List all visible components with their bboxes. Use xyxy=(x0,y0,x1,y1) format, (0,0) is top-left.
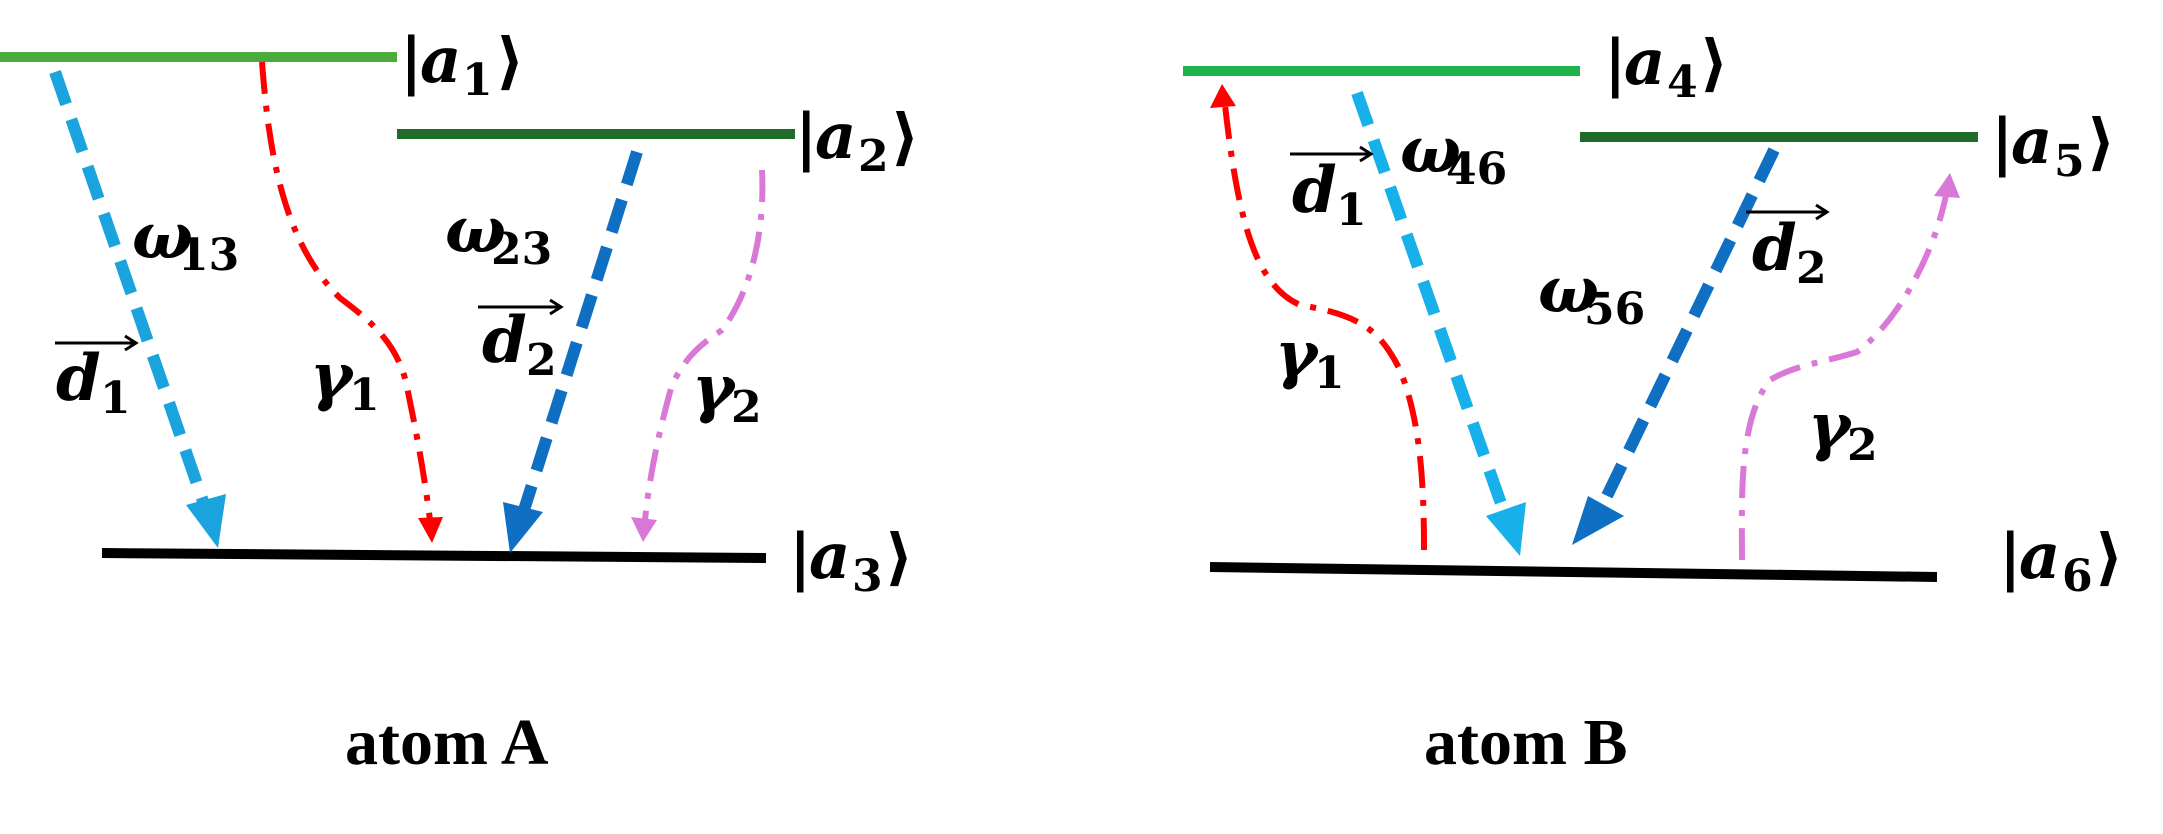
ket-a5-label: | a 5 ⟩ xyxy=(1991,104,2115,187)
omega13-label: ω 13 xyxy=(132,199,239,281)
ket-a3-index: 3 xyxy=(852,551,883,602)
gamma2-label-a: γ 2 xyxy=(692,351,762,433)
svg-text:γ: γ xyxy=(1275,317,1320,392)
gamma2-label-b: γ 2 xyxy=(1808,389,1878,471)
svg-text:1: 1 xyxy=(349,370,380,421)
svg-text:46: 46 xyxy=(1446,144,1507,195)
svg-text:⟩: ⟩ xyxy=(2095,520,2123,593)
svg-text:a: a xyxy=(1624,25,1665,100)
svg-text:|: | xyxy=(789,520,812,593)
ket-a2-index: 2 xyxy=(858,131,889,182)
svg-text:ω: ω xyxy=(1400,113,1461,188)
svg-text:ω: ω xyxy=(445,193,506,268)
ket-a1-index: 1 xyxy=(462,55,493,106)
omega56-label: ω 56 xyxy=(1538,253,1645,335)
ket-a1-symbol: a xyxy=(420,23,461,98)
svg-text:γ: γ xyxy=(310,339,355,414)
svg-text:d: d xyxy=(1292,153,1337,228)
ket-a6-label: | a 6 ⟩ xyxy=(1999,519,2123,602)
svg-text:⟩: ⟩ xyxy=(885,520,913,593)
svg-text:|: | xyxy=(1991,105,2014,178)
svg-text:23: 23 xyxy=(491,224,552,275)
level-a6-line xyxy=(1209,562,1938,582)
svg-text:⟩: ⟩ xyxy=(2087,105,2115,178)
svg-text:d: d xyxy=(1752,211,1797,286)
dipole-d2-label-a: d 2 xyxy=(478,298,564,386)
svg-text:a: a xyxy=(2011,104,2052,179)
ket-a2-label: | a 2 ⟩ xyxy=(795,99,919,182)
dipole-d2-label-b: d 2 xyxy=(1746,203,1830,294)
svg-text:56: 56 xyxy=(1584,284,1645,335)
svg-text:γ: γ xyxy=(692,351,737,426)
decay-curve-gamma2-a xyxy=(631,169,766,542)
svg-text:2: 2 xyxy=(1796,243,1827,294)
ket-a1-label: | a 1 ⟩ xyxy=(400,23,524,106)
dipole-d1-label-b: d 1 xyxy=(1290,145,1374,236)
svg-text:ω: ω xyxy=(1538,253,1599,328)
transition-arrow-omega23 xyxy=(503,150,643,553)
omega46-label: ω 46 xyxy=(1400,113,1507,195)
svg-text:⟩: ⟩ xyxy=(891,100,919,173)
atom-b-group: | a 4 ⟩ | a 5 ⟩ | a 6 ⟩ xyxy=(1183,25,2123,779)
ket-a3-symbol: a xyxy=(809,519,850,594)
svg-text:d: d xyxy=(482,303,527,378)
svg-text:5: 5 xyxy=(2054,136,2085,187)
atom-a-title: atom A xyxy=(345,706,549,779)
gamma1-label-a: γ 1 xyxy=(310,339,380,421)
svg-text:2: 2 xyxy=(1847,420,1878,471)
svg-text:|: | xyxy=(795,100,818,173)
decay-curve-gamma1-b xyxy=(1210,84,1427,551)
svg-text:⟩: ⟩ xyxy=(496,24,524,97)
svg-text:γ: γ xyxy=(1808,389,1853,464)
gamma1-label-b: γ 1 xyxy=(1275,317,1345,399)
svg-text:13: 13 xyxy=(178,230,239,281)
svg-text:4: 4 xyxy=(1667,57,1698,108)
transition-arrow-omega13 xyxy=(49,70,226,548)
svg-text:1: 1 xyxy=(1336,185,1367,236)
svg-text:1: 1 xyxy=(100,373,131,424)
svg-text:|: | xyxy=(1999,520,2022,593)
svg-text:|: | xyxy=(400,24,423,97)
svg-text:|: | xyxy=(1604,26,1627,99)
svg-text:2: 2 xyxy=(731,382,762,433)
ket-a3-label: | a 3 ⟩ xyxy=(789,519,913,602)
decay-curve-gamma1-a xyxy=(259,61,443,543)
svg-text:ω: ω xyxy=(132,199,193,274)
atom-a-group: | a 1 ⟩ | a 2 ⟩ | a 3 ⟩ xyxy=(0,23,919,779)
ket-a4-label: | a 4 ⟩ xyxy=(1604,25,1728,108)
transition-arrow-omega46 xyxy=(1351,91,1526,556)
svg-text:a: a xyxy=(2019,519,2060,594)
svg-text:1: 1 xyxy=(1314,348,1345,399)
ket-a2-symbol: a xyxy=(815,99,856,174)
atom-b-title: atom B xyxy=(1424,706,1627,779)
svg-text:2: 2 xyxy=(526,335,557,386)
decay-curve-gamma2-b xyxy=(1738,173,1960,561)
omega23-label: ω 23 xyxy=(445,193,552,275)
svg-text:6: 6 xyxy=(2062,551,2093,602)
svg-text:⟩: ⟩ xyxy=(1700,26,1728,99)
level-a3-line xyxy=(101,548,767,563)
dipole-d1-label-a: d 1 xyxy=(55,334,139,424)
svg-text:d: d xyxy=(56,341,101,416)
transition-arrow-omega56 xyxy=(1572,147,1780,545)
